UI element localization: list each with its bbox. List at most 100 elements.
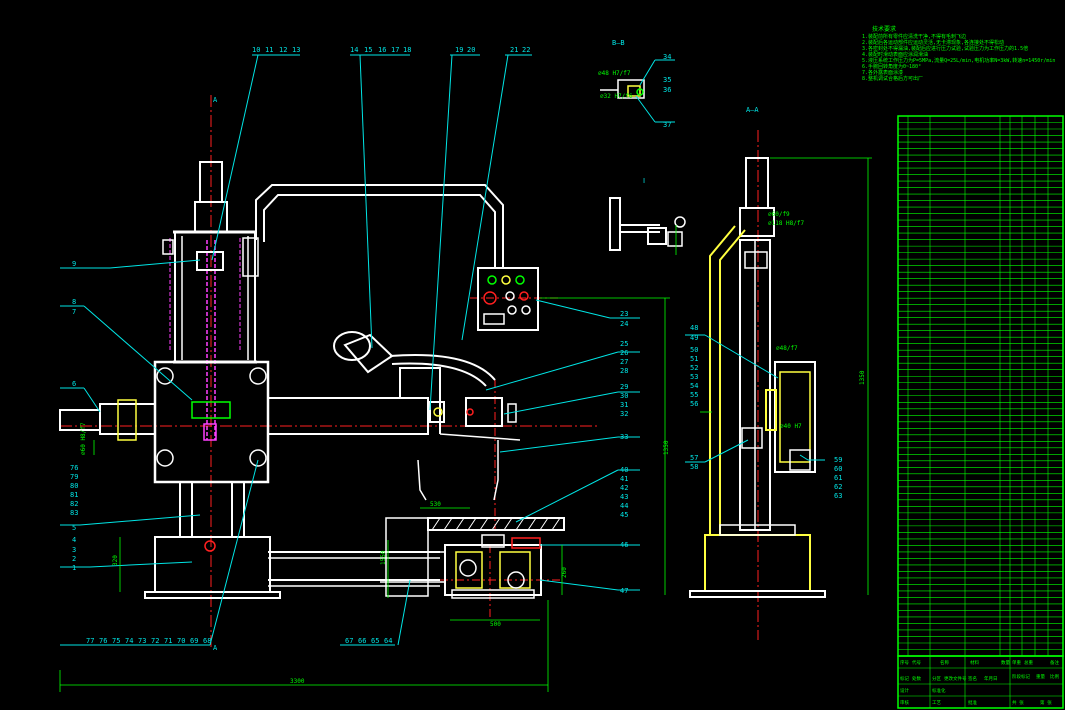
balloon: 4 [72, 536, 76, 544]
dim-height-right: 1350 [859, 370, 866, 385]
balloon: 30 [620, 392, 628, 400]
balloon: 82 [70, 500, 78, 508]
dim-bb-note-2: ⌀32 H7/f6 [600, 93, 633, 100]
dim-aa-note-1: ⌀60/f9 [768, 211, 790, 218]
section-label-bb: B–B [612, 39, 625, 47]
balloon: 32 [620, 410, 628, 418]
balloon: 18 [403, 46, 411, 54]
balloon: 58 [690, 463, 698, 471]
balloon: 63 [834, 492, 842, 500]
balloon: 16 [378, 46, 386, 54]
title-block-cell: 审核 [900, 699, 909, 706]
balloon: 46 [620, 541, 628, 549]
tech-line: 7.各外露表面涂漆 [862, 69, 903, 76]
dim-arm-reach: 500 [490, 621, 501, 628]
balloon: 36 [663, 86, 671, 94]
bom-header: 总重 [1024, 659, 1033, 666]
dim-260: 260 [561, 567, 568, 578]
balloon: 54 [690, 382, 698, 390]
title-block-cell: 第 张 [1040, 699, 1052, 706]
balloon: 23 [620, 310, 628, 318]
tech-line: 8.整机调试合格后方可出厂 [862, 75, 923, 82]
bom-header: 名称 [940, 659, 949, 666]
balloon: 50 [690, 346, 698, 354]
bom-header: 数量 [1001, 659, 1010, 666]
bom-header: 单重 [1012, 659, 1021, 666]
balloon: 72 [151, 637, 159, 645]
balloon: 62 [834, 483, 842, 491]
balloon: 45 [620, 511, 628, 519]
balloon: 7 [72, 308, 76, 316]
balloon: 9 [72, 260, 76, 268]
title-block-cell: 更改文件号 [944, 675, 967, 682]
balloon: 60 [834, 465, 842, 473]
balloon: 51 [690, 355, 698, 363]
dim-bb-note-1: ⌀48 H7/f7 [598, 70, 631, 77]
detail-views [600, 79, 686, 251]
drawing-labels: 10 11 12 13 14 15 16 17 18 19 20 21 22 9… [70, 39, 842, 652]
title-block-cell: 标记 [900, 675, 909, 682]
balloon-group-top-1: 10 [252, 46, 260, 54]
dim-height-left: 1350 [663, 440, 670, 455]
title-block-cell: 年月日 [984, 675, 998, 682]
tech-line: 6.手腕回转角度为0~180° [862, 63, 921, 70]
balloon: 43 [620, 493, 628, 501]
title-block-cell: 分区 [932, 675, 941, 682]
balloon: 59 [834, 456, 842, 464]
leader-lines [60, 54, 825, 646]
section-label-aa: A–A [746, 106, 759, 114]
balloon: 66 [358, 637, 366, 645]
balloon: 11 [265, 46, 273, 54]
balloon: 3 [72, 546, 76, 554]
balloon: 69 [190, 637, 198, 645]
title-block-cell: 签名 [968, 675, 977, 682]
balloon: 47 [620, 587, 628, 595]
title-block-cell: 重量 [1036, 673, 1045, 680]
balloon: 44 [620, 502, 628, 510]
balloon: 25 [620, 340, 628, 348]
balloon: 33 [620, 433, 628, 441]
balloon: 41 [620, 475, 628, 483]
dim-wrist-note: ⌀60 H8/f7 [80, 422, 87, 455]
balloon: 61 [834, 474, 842, 482]
balloon: 81 [70, 491, 78, 499]
balloon: 35 [663, 76, 671, 84]
tech-title: 技术要求 [872, 25, 896, 33]
balloon: 57 [690, 454, 698, 462]
balloon: 71 [164, 637, 172, 645]
balloon: 79 [70, 473, 78, 481]
title-block-cell: 比例 [1050, 673, 1059, 680]
bom-header: 材料 [970, 659, 979, 666]
balloon: 27 [620, 358, 628, 366]
balloon: 42 [620, 484, 628, 492]
balloon: 76 [70, 464, 78, 472]
balloon: 40 [620, 466, 628, 474]
title-block-cell: 处数 [912, 675, 921, 682]
balloon: 20 [467, 46, 475, 54]
dim-aa-note-3: ⌀48/f7 [776, 345, 798, 352]
balloon: 76 [99, 637, 107, 645]
balloon: 74 [125, 637, 133, 645]
balloon: 26 [620, 349, 628, 357]
balloon: 37 [663, 121, 671, 129]
balloon: 52 [690, 364, 698, 372]
tech-line: 1.装配前所有零件应清洗干净,不得有毛刺飞边 [862, 33, 966, 40]
balloon: 55 [690, 391, 698, 399]
balloon: 83 [70, 509, 78, 517]
balloon: 68 [203, 637, 211, 645]
balloon: 34 [663, 53, 671, 61]
dim-base-height: 320 [112, 555, 119, 566]
balloon: 12 [279, 46, 287, 54]
balloon: 64 [384, 637, 392, 645]
tech-line: 4.装配时滑动表面应涂润滑油 [862, 51, 928, 58]
technical-requirements: 技术要求 1.装配前所有零件应清洗干净,不得有毛刺飞边 2.装配后各运动部件应运… [862, 25, 1055, 82]
title-block-cell: 阶段标记 [1012, 673, 1030, 680]
section-label-a-bottom: A [213, 644, 218, 652]
balloon: 2 [72, 555, 76, 563]
balloon: 70 [177, 637, 185, 645]
bom-header: 备注 [1050, 659, 1059, 666]
aa-side-view [689, 130, 826, 640]
title-block-cell: 设计 [900, 687, 909, 694]
dim-aa-note-2: ⌀118 H8/f7 [768, 220, 805, 227]
